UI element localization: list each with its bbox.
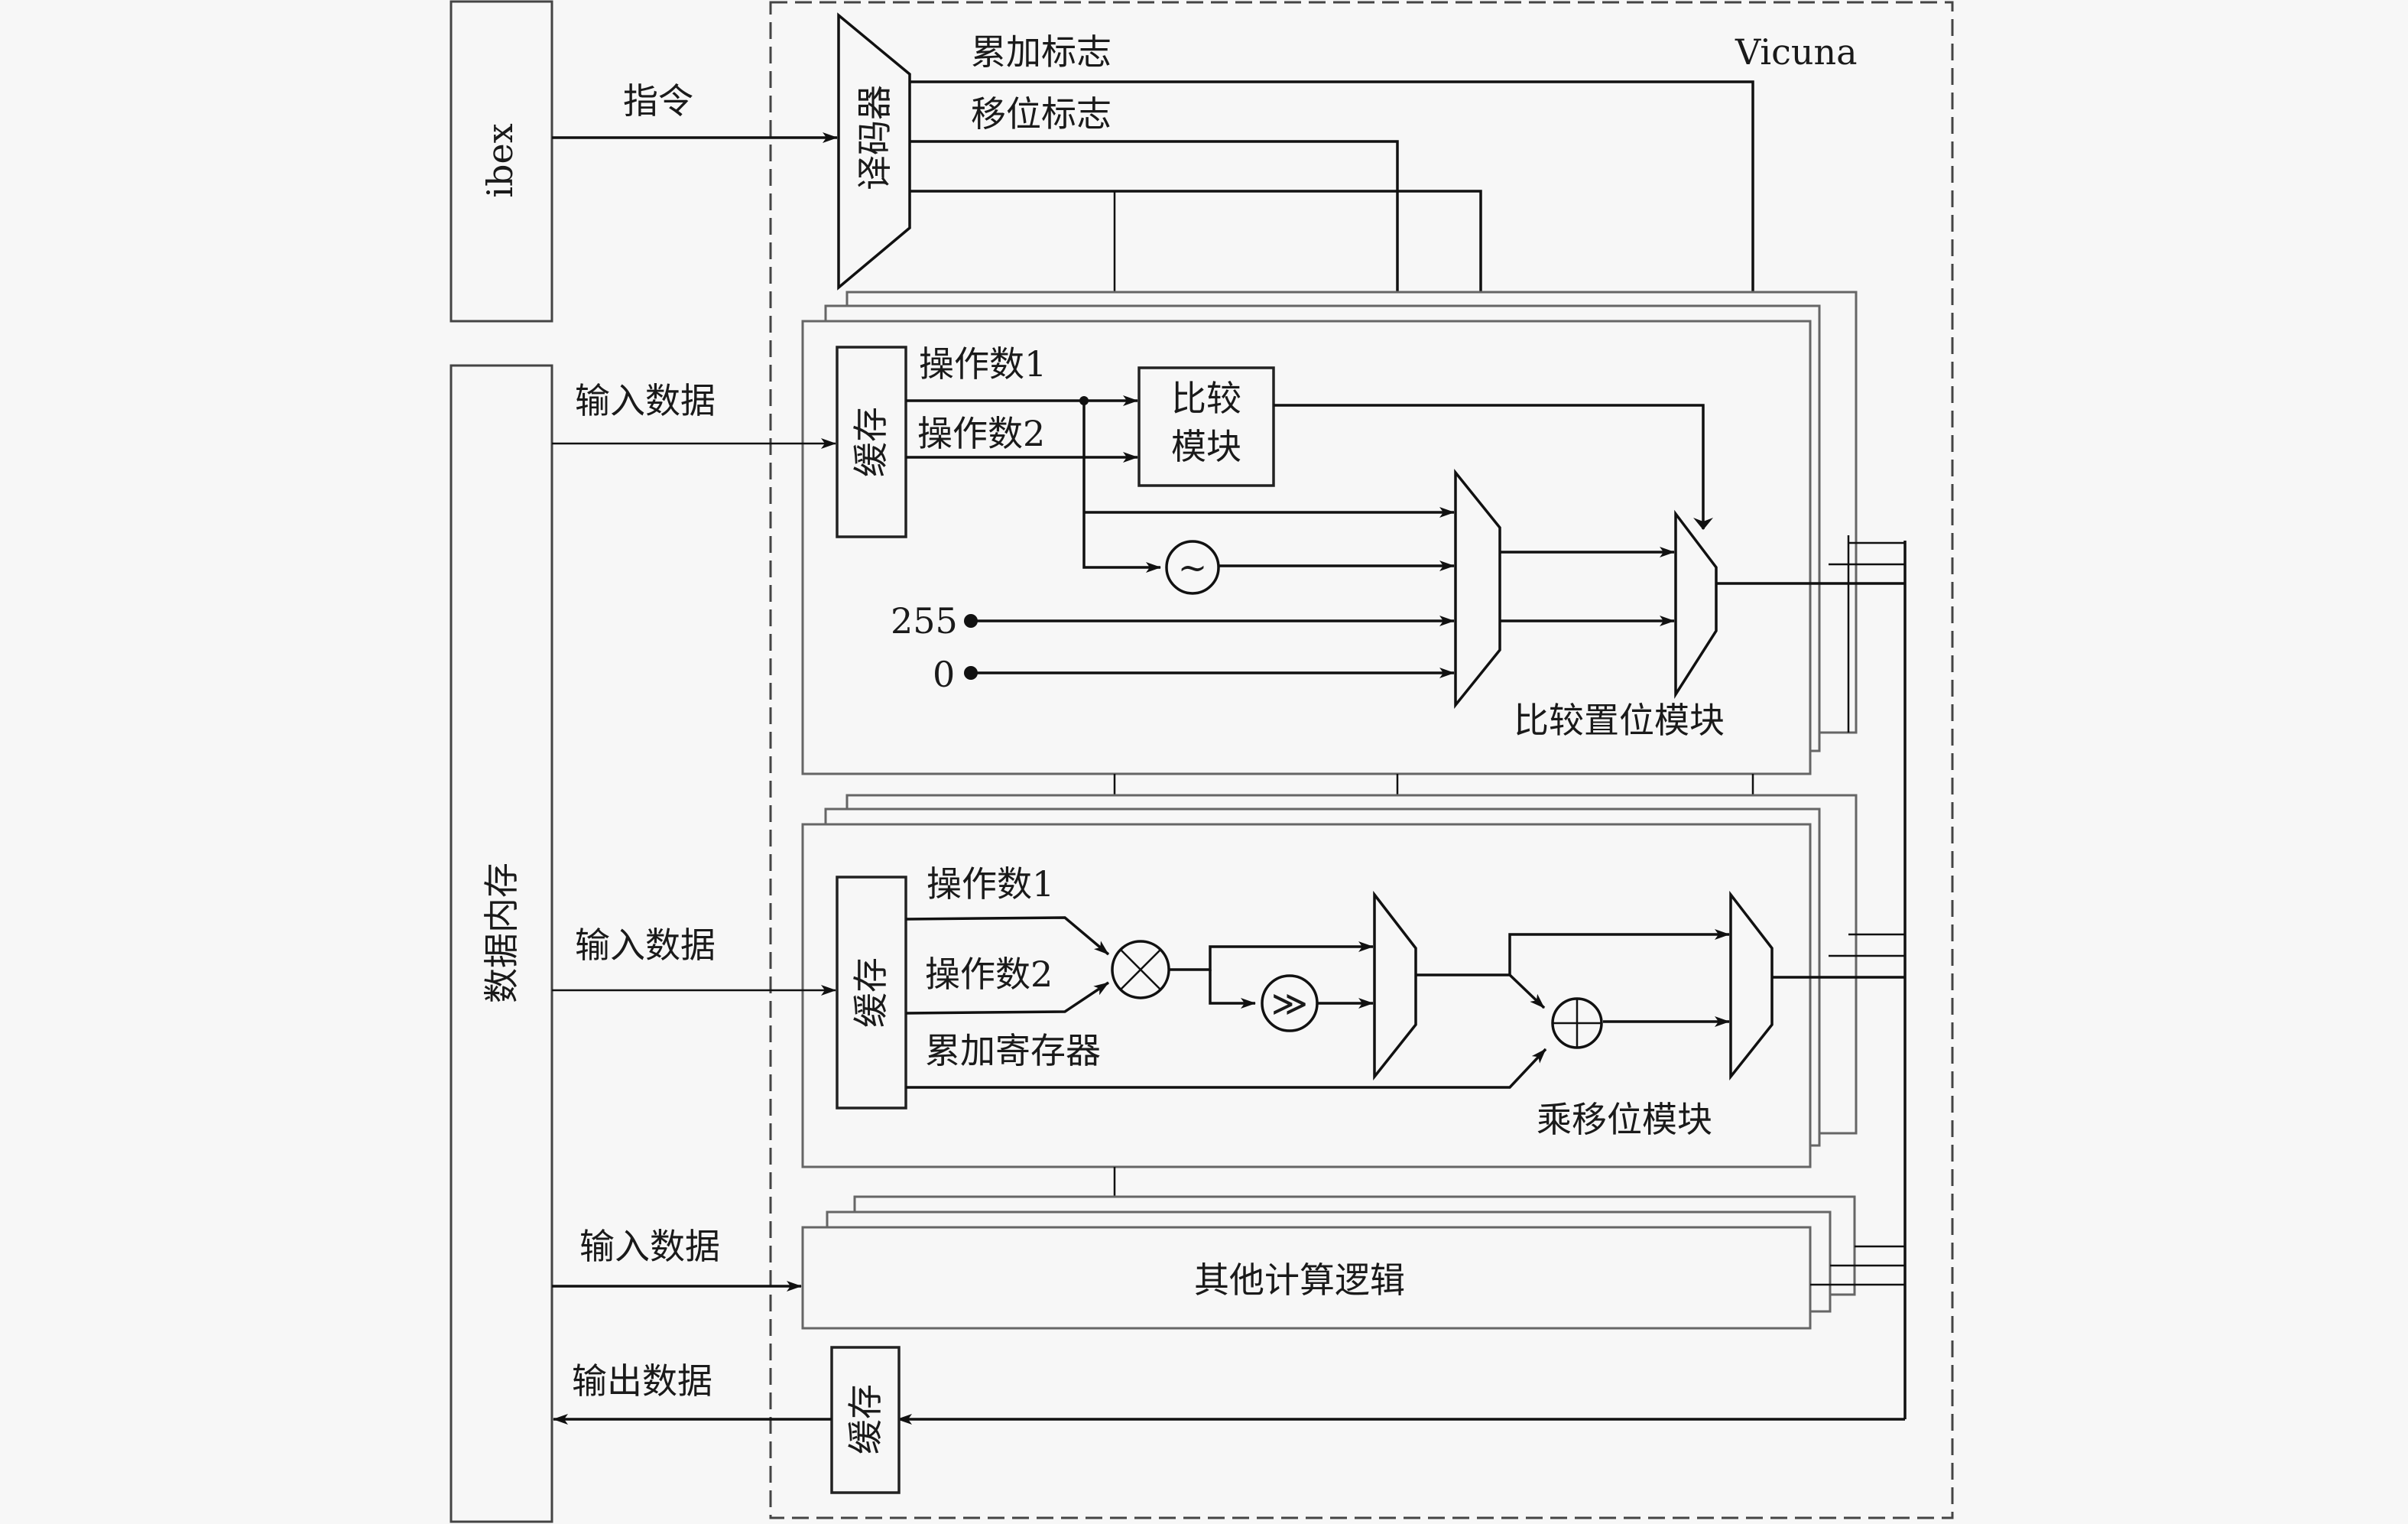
mul-operand2-label: 操作数2 <box>925 954 1053 995</box>
compare-block-line1: 比较 <box>1171 378 1241 419</box>
shift-flag-label: 移位标志 <box>971 93 1112 135</box>
other-logic-box <box>801 1226 1812 1330</box>
mul-shift-module: 缓存 操作数1 操作数2 累加寄存器 ≫ 乘移位模块 <box>801 794 1905 1168</box>
decoder: 译码器 <box>837 12 911 291</box>
output-buffer-label: 缓存 <box>845 1384 886 1454</box>
const-255-label: 255 <box>891 600 958 642</box>
const-0-label: 0 <box>933 654 955 695</box>
input-data-1-label: 输入数据 <box>575 380 716 421</box>
mul-mux1-to-add-wire <box>1508 973 1546 1009</box>
compare-mux-1 <box>1454 469 1501 709</box>
negate-operator <box>1165 540 1220 595</box>
compare-set-module-box <box>801 320 1812 775</box>
vicuna-title: Vicuna <box>1735 31 1858 73</box>
other-logic-module: 其他计算逻辑 <box>801 1195 1856 1330</box>
mul-mux-2 <box>1729 890 1774 1081</box>
data-memory-block: 数据内存 <box>449 364 553 1523</box>
accumulate-flag-label: 累加标志 <box>971 31 1112 73</box>
acc-register-label: 累加寄存器 <box>925 1030 1101 1071</box>
mul-mux1-to-mux2-wire <box>1416 929 1730 976</box>
acc-register-wire <box>906 1048 1547 1089</box>
compare-block <box>1137 366 1275 487</box>
mul-buffer-box <box>836 876 907 1110</box>
operand1-to-negate-wire <box>1082 401 1161 573</box>
output-data-label: 输出数据 <box>572 1360 712 1402</box>
mul-operand1-label: 操作数1 <box>927 863 1054 905</box>
compare-set-module: 缓存 操作数1 操作数2 比较 模块 ~ 255 0 比较置位模块 <box>801 291 1905 775</box>
vicuna-boundary <box>769 1 1954 1519</box>
compare-buffer-box <box>836 346 907 538</box>
mul-operand1-wire <box>905 916 1110 956</box>
data-memory-label: 数据内存 <box>481 863 522 1003</box>
compare-operand2-label: 操作数2 <box>917 413 1045 454</box>
compare-result-wire <box>1274 404 1713 530</box>
accumulate-flag-wire <box>910 80 1754 292</box>
input-data-3-label: 输入数据 <box>579 1226 720 1267</box>
ibex-block: ibex <box>449 0 553 323</box>
multiply-cross-b <box>1120 949 1161 990</box>
mul-mux-1 <box>1373 890 1417 1081</box>
data-memory-box <box>449 364 553 1523</box>
compare-set-module-label: 比较置位模块 <box>1514 700 1725 741</box>
compare-buffer-label: 缓存 <box>850 407 891 477</box>
compare-block-line2: 模块 <box>1171 426 1241 467</box>
mul-to-shift-wire <box>1209 970 1256 1009</box>
negate-symbol: ~ <box>1178 547 1208 588</box>
mul-operand2-wire <box>905 981 1109 1015</box>
instruction-label: 指令 <box>623 80 693 122</box>
mul-shift-module-label: 乘移位模块 <box>1537 1099 1712 1140</box>
decoder-trapezoid <box>837 12 911 291</box>
output-buffer: 缓存 <box>830 1346 901 1494</box>
compare-mux-2 <box>1674 509 1718 699</box>
shift-flag-wire <box>910 140 1399 292</box>
ibex-box <box>449 0 553 323</box>
shift-symbol: ≫ <box>1271 983 1308 1024</box>
mul-to-mux-wire <box>1169 941 1374 971</box>
output-buffer-box <box>830 1346 901 1494</box>
input-data-2-label: 输入数据 <box>575 924 716 966</box>
mul-buffer-label: 缓存 <box>850 957 891 1028</box>
result-bus <box>897 535 1907 1425</box>
ibex-label: ibex <box>479 123 521 197</box>
decoder-label: 译码器 <box>854 85 895 190</box>
other-logic-label: 其他计算逻辑 <box>1194 1259 1405 1301</box>
compare-operand1-label: 操作数1 <box>919 343 1047 385</box>
